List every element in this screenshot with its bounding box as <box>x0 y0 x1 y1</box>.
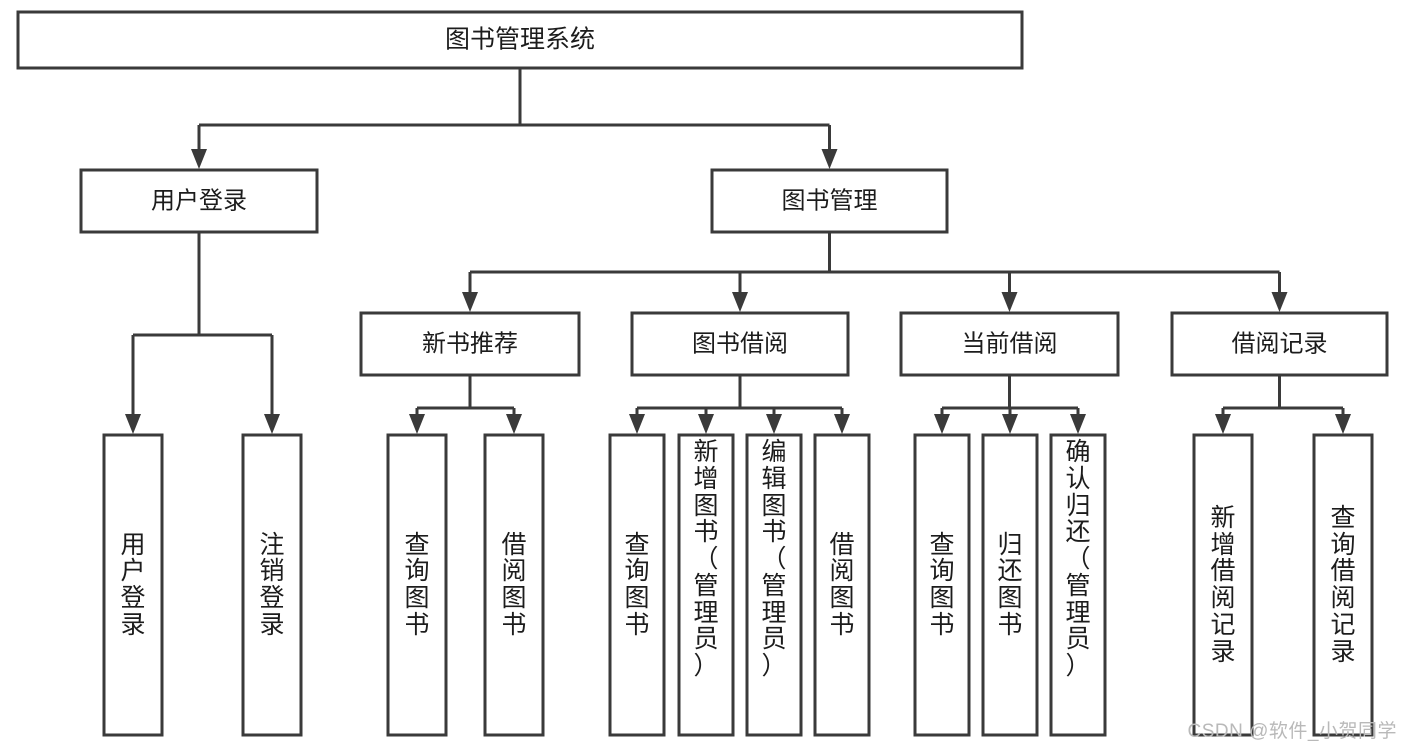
node-root[interactable] <box>16 10 1024 70</box>
node-current-borrow-label: 当前借阅 <box>962 330 1058 357</box>
node-leaf-user-login[interactable] <box>102 433 164 737</box>
arrow-head <box>834 414 850 434</box>
node-user-login-label: 用户登录 <box>151 187 247 214</box>
node-leaf-query-book-3[interactable] <box>913 433 971 737</box>
node-leaf-borrow-book-1[interactable] <box>483 433 545 737</box>
connector-layer <box>125 68 1351 434</box>
arrow-head <box>1335 414 1351 434</box>
node-new-book-recommend-label: 新书推荐 <box>422 330 518 357</box>
node-current-borrow[interactable] <box>899 311 1120 377</box>
arrow-head <box>1271 292 1288 312</box>
node-box-layer <box>16 10 1389 737</box>
arrow-head <box>934 414 950 434</box>
node-borrow-records-label: 借阅记录 <box>1232 330 1328 357</box>
arrow-head <box>506 414 522 434</box>
arrow-head <box>191 149 207 169</box>
node-leaf-query-record[interactable] <box>1312 433 1374 737</box>
arrow-head <box>766 414 782 434</box>
arrow-head <box>821 149 838 169</box>
arrow-head <box>732 292 748 312</box>
arrow-head <box>698 414 714 434</box>
node-leaf-borrow-book-2[interactable] <box>813 433 871 737</box>
node-new-book-recommend[interactable] <box>359 311 581 377</box>
arrow-head <box>629 414 645 434</box>
node-leaf-add-record[interactable] <box>1192 433 1254 737</box>
node-book-borrow[interactable] <box>630 311 850 377</box>
node-leaf-confirm-return[interactable] <box>1049 433 1107 737</box>
node-root-label: 图书管理系统 <box>445 26 595 54</box>
node-leaf-query-book-1[interactable] <box>386 433 448 737</box>
node-user-login[interactable] <box>79 168 319 234</box>
node-book-borrow-label: 图书借阅 <box>692 330 788 357</box>
arrow-head <box>1215 414 1231 434</box>
watermark: CSDN @软件_小贺同学 <box>1187 721 1397 742</box>
node-leaf-logout[interactable] <box>241 433 303 737</box>
node-leaf-add-book[interactable] <box>677 433 735 737</box>
arrow-head <box>264 414 280 434</box>
arrow-head <box>1070 414 1086 434</box>
arrow-head <box>125 414 141 434</box>
node-leaf-return-book[interactable] <box>981 433 1039 737</box>
arrow-head <box>409 414 425 434</box>
node-book-management-label: 图书管理 <box>782 187 878 214</box>
arrow-head <box>1001 292 1018 312</box>
node-borrow-records[interactable] <box>1170 311 1389 377</box>
arrow-head <box>1002 414 1018 434</box>
node-leaf-edit-book[interactable] <box>745 433 803 737</box>
node-book-management[interactable] <box>710 168 949 234</box>
arrow-head <box>462 292 478 312</box>
node-leaf-query-book-2[interactable] <box>608 433 666 737</box>
